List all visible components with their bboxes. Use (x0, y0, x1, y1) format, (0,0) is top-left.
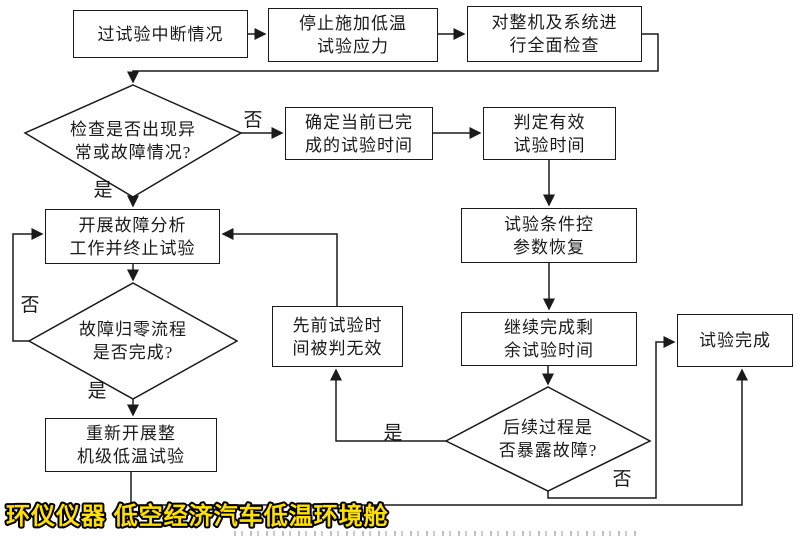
branch-label-yes-expose: 是 (383, 422, 403, 444)
node-interrupt-label: 过试验中断情况 (97, 24, 224, 44)
clipped-caption-remnant (234, 531, 638, 536)
edge-expose-no-to-complete (547, 336, 676, 499)
node-test-complete: 试验完成 (677, 314, 793, 367)
edge-inspect-to-check (127, 33, 659, 84)
diamond-fault-zero (27, 282, 239, 400)
node-restart-test: 重新开展整 机级低温试验 (45, 418, 217, 472)
watermark-text: 环仪仪器 低空经济汽车低温环境舱 (6, 502, 389, 530)
node-interrupt: 过试验中断情况 (73, 10, 248, 58)
node-full-inspect: 对整机及系统进 行全面检查 (467, 6, 642, 62)
edge-faultzero-no-loop (12, 228, 44, 342)
node-confirm-time: 确定当前已完 成的试验时间 (285, 107, 433, 160)
branch-label-no-faultzero: 否 (20, 294, 40, 316)
node-prior-invalid: 先前试验时 间被判无效 (272, 306, 403, 367)
node-stop-stress: 停止施加低温 试验应力 (268, 8, 438, 62)
node-judge-valid: 判定有效 试验时间 (483, 107, 616, 160)
node-restore-params: 试验条件控 参数恢复 (461, 208, 637, 263)
branch-label-no-expose: 否 (612, 468, 632, 490)
watermark: 环仪仪器 低空经济汽车低温环境舱 (4, 500, 390, 532)
diamond-check-abnormal (23, 84, 243, 198)
node-continue-remaining: 继续完成剩 余试验时间 (461, 312, 637, 366)
diamond-expose-fault-label: 后续过程是 否暴露故障? (498, 418, 598, 460)
edge-invalid-to-analysis (221, 228, 338, 306)
diamond-expose-fault (444, 386, 652, 492)
edge-expose-yes-to-invalid (330, 368, 446, 442)
edge-restart-to-complete (130, 368, 748, 506)
branch-label-yes-check: 是 (93, 179, 113, 201)
diamond-check-abnormal-label: 检查是否出现异 常或故障情况? (70, 120, 196, 162)
branch-label-no-check: 否 (243, 109, 263, 131)
diamond-fault-zero-label: 故障归零流程 是否完成? (79, 320, 187, 362)
node-fault-analysis: 开展故障分析 工作并终止试验 (45, 209, 220, 264)
branch-label-yes-faultzero: 是 (87, 380, 107, 402)
